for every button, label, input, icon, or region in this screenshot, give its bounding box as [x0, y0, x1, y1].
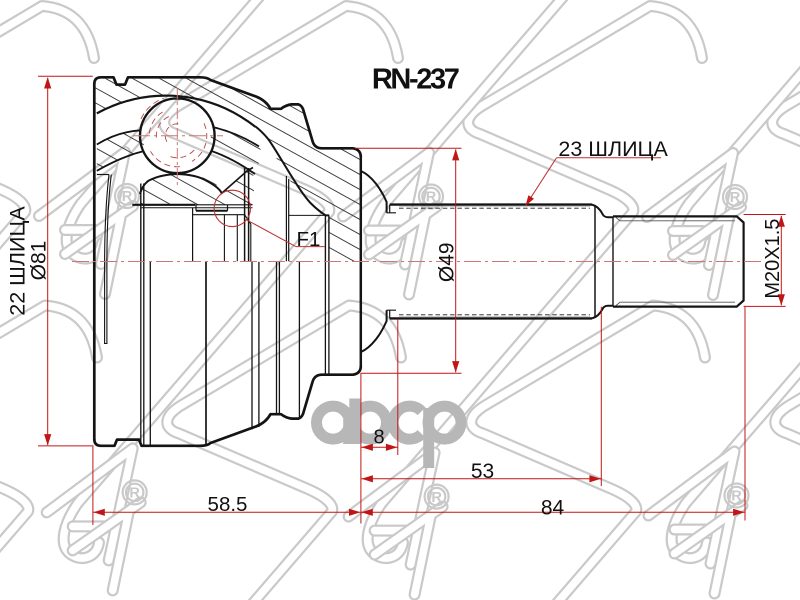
- svg-text:R: R: [431, 490, 442, 506]
- svg-text:RN-237: RN-237: [372, 63, 459, 95]
- svg-text:22 ШЛИЦА: 22 ШЛИЦА: [6, 206, 30, 316]
- svg-text:R: R: [730, 190, 741, 206]
- svg-text:84: 84: [541, 497, 565, 520]
- svg-text:R: R: [731, 489, 742, 505]
- svg-text:R: R: [129, 486, 140, 502]
- svg-text:8: 8: [373, 427, 384, 449]
- svg-text:58.5: 58.5: [208, 493, 248, 516]
- svg-text:R: R: [122, 189, 133, 205]
- svg-text:Ø81: Ø81: [27, 241, 50, 281]
- svg-text:F1: F1: [297, 228, 321, 251]
- svg-text:M20X1.5: M20X1.5: [762, 219, 784, 299]
- svg-text:R: R: [426, 190, 437, 206]
- svg-text:53: 53: [471, 460, 494, 483]
- svg-text:23 ШЛИЦА: 23 ШЛИЦА: [558, 137, 668, 161]
- svg-text:Ø49: Ø49: [435, 242, 458, 282]
